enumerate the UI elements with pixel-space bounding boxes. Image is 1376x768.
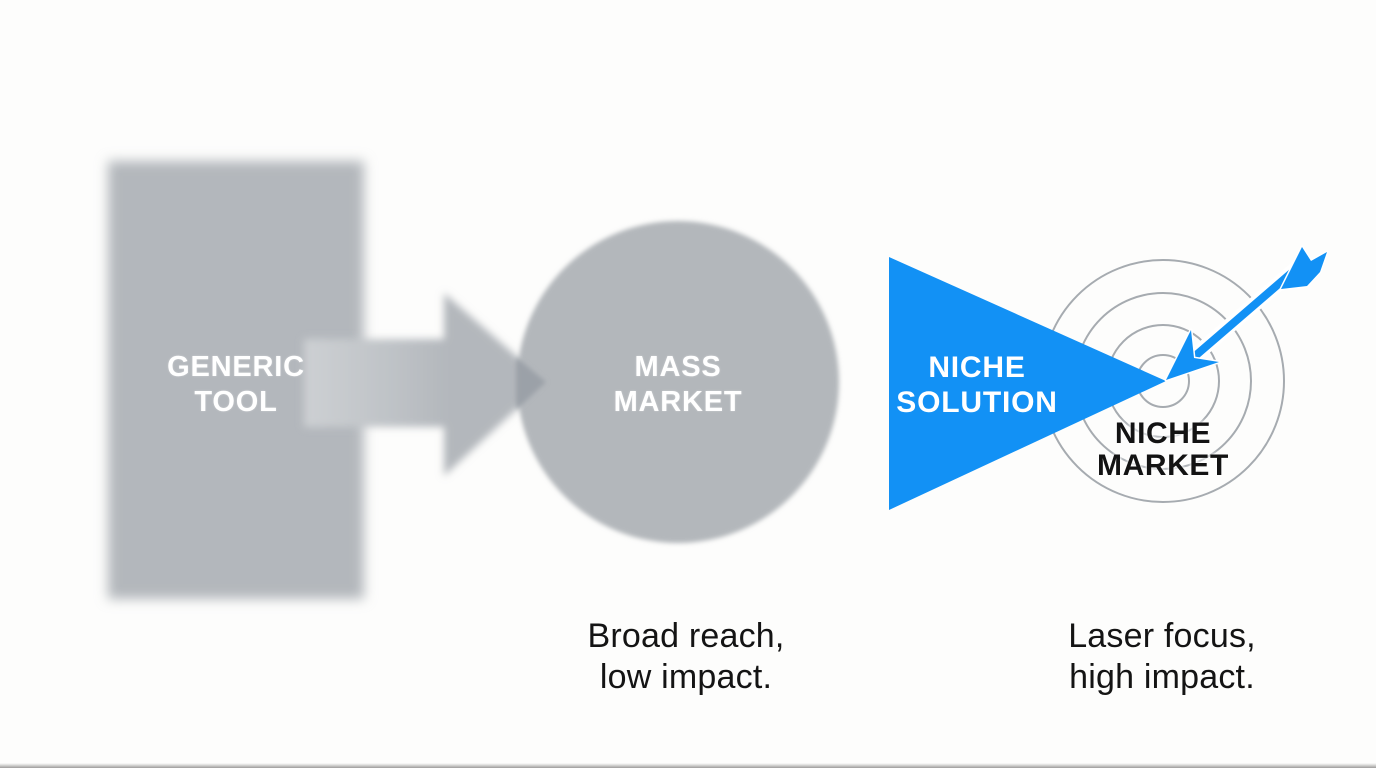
generic-tool-label-line1: GENERIC: [167, 351, 305, 383]
mass-market-label-line2: MARKET: [613, 386, 743, 418]
niche-market-label-line1: NICHE: [1114, 417, 1212, 450]
mass-market-circle: [517, 221, 839, 543]
niche-market-label-line2: MARKET: [1097, 449, 1229, 482]
right-arrow-icon: [304, 293, 546, 476]
right-caption-line1: Laser focus,: [1068, 617, 1256, 655]
generic-tool-label: GENERIC TOOL: [167, 350, 305, 420]
niche-solution-label-line2: SOLUTION: [896, 386, 1058, 419]
left-caption: Broad reach, low impact.: [587, 616, 784, 698]
right-caption: Laser focus, high impact.: [1068, 616, 1256, 698]
left-caption-line2: low impact.: [599, 658, 773, 696]
niche-solution-label-line1: NICHE: [928, 351, 1026, 384]
niche-solution-triangle: [889, 257, 1166, 510]
dart-arrow-icon: [1164, 245, 1329, 382]
mass-market-label-line1: MASS: [634, 351, 722, 383]
right-caption-line2: high impact.: [1069, 658, 1255, 696]
generic-tool-label-line2: TOOL: [194, 386, 278, 418]
mass-market-label: MASS MARKET: [614, 350, 743, 420]
arrow-tip-overlap: [516, 357, 546, 410]
left-caption-line1: Broad reach,: [587, 617, 785, 655]
niche-solution-label: NICHE SOLUTION: [896, 350, 1057, 420]
bottom-edge-strip: [0, 763, 1376, 768]
niche-market-label: NICHE MARKET: [1097, 418, 1229, 482]
